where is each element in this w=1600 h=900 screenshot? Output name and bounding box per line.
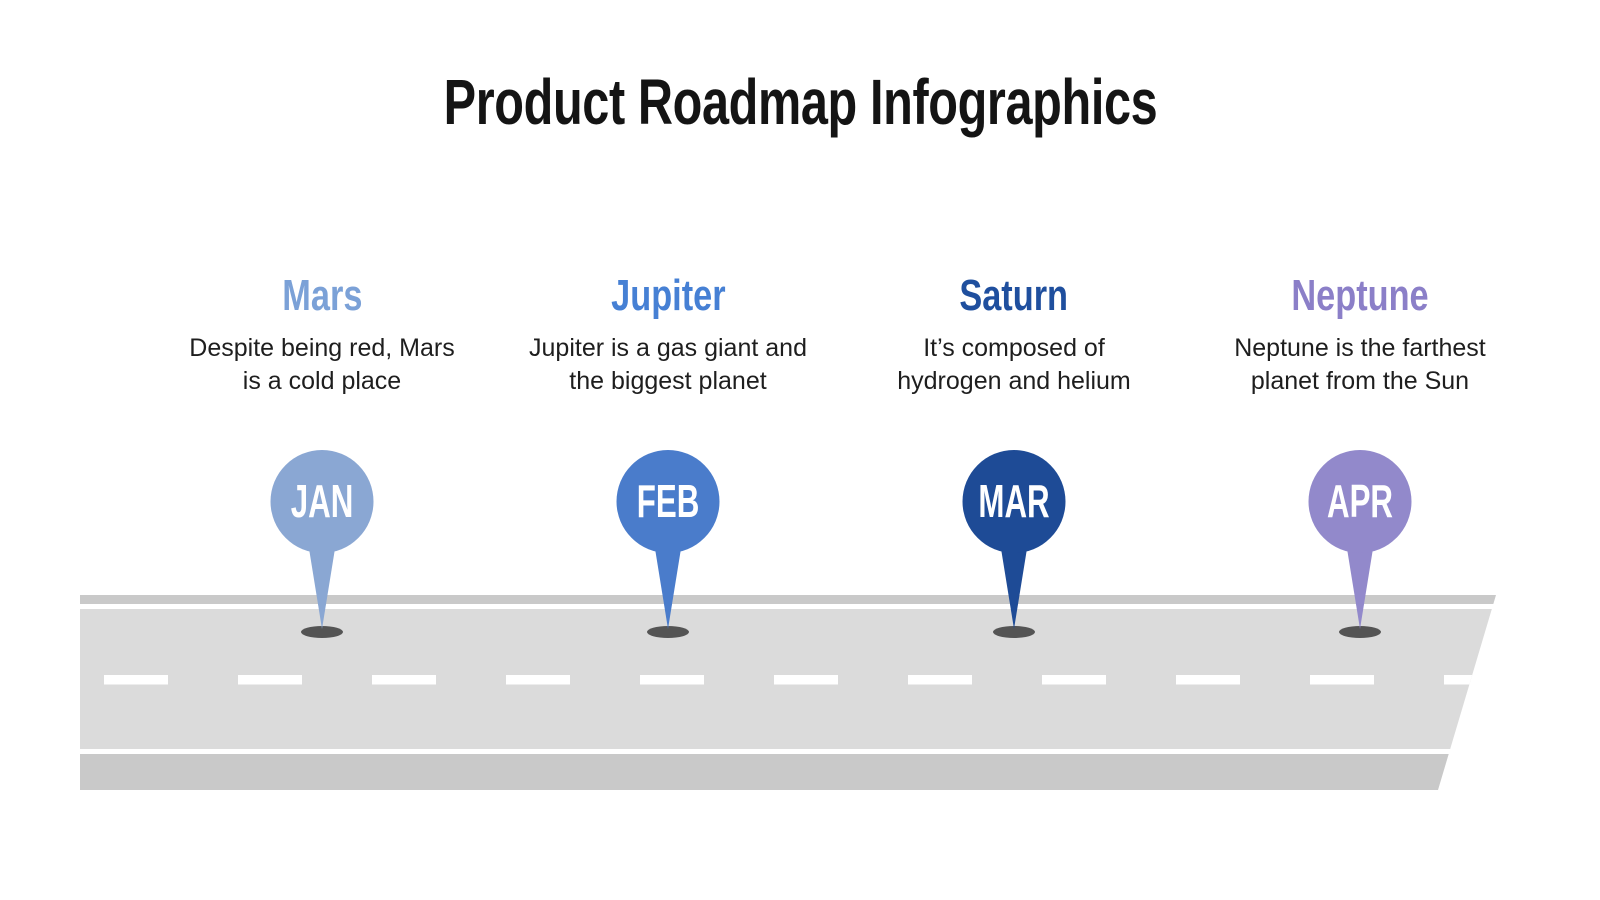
planet-heading: Jupiter: [595, 270, 742, 322]
location-pin: FEB: [616, 450, 720, 638]
column-mars: Mars Despite being red, Mars is a cold p…: [149, 270, 495, 646]
planet-heading-text: Mars: [281, 271, 363, 320]
slide-title-text: Product Roadmap Infographics: [443, 66, 1157, 138]
pin-circle: [270, 450, 374, 553]
planet-heading: Mars: [271, 270, 374, 322]
planet-heading-text: Neptune: [1291, 271, 1429, 320]
column-jupiter: Jupiter Jupiter is a gas giant and the b…: [495, 270, 841, 646]
pin-shadow: [1339, 626, 1381, 638]
slide-title: Product Roadmap Infographics: [0, 67, 1600, 137]
planet-heading-text: Jupiter: [610, 271, 726, 320]
planet-heading: Saturn: [944, 270, 1083, 322]
pin-month-label: JAN: [291, 476, 354, 527]
pin-tail: [1344, 530, 1376, 629]
roadmap-columns: Mars Despite being red, Mars is a cold p…: [149, 270, 1533, 646]
location-pin: MAR: [962, 450, 1066, 638]
pin-circle: [616, 450, 720, 553]
pin-circle: [1308, 450, 1412, 553]
planet-heading-text: Saturn: [959, 271, 1069, 320]
column-saturn: Saturn It’s composed of hydrogen and hel…: [841, 270, 1187, 646]
location-pin: APR: [1308, 450, 1412, 638]
pin-shadow: [993, 626, 1035, 638]
pin-month-label: APR: [1327, 476, 1393, 527]
planet-heading: Neptune: [1272, 270, 1448, 322]
road-graphic: [80, 595, 1496, 790]
road-edge-lines: [80, 595, 1496, 790]
pin-tail: [652, 530, 684, 629]
pin-circle: [962, 450, 1066, 553]
pin-month-label: FEB: [637, 476, 700, 527]
pin-tail: [998, 530, 1030, 629]
pin-tail: [306, 530, 338, 629]
road-lane-markings: [104, 675, 1496, 685]
pin-shadow: [647, 626, 689, 638]
pin-month-label: MAR: [978, 476, 1049, 527]
planet-description: It’s composed of hydrogen and helium: [897, 334, 1131, 395]
location-pin: JAN: [270, 450, 374, 638]
pin-shadow: [301, 626, 343, 638]
planet-description: Jupiter is a gas giant and the biggest p…: [529, 334, 807, 395]
column-neptune: Neptune Neptune is the farthest planet f…: [1187, 270, 1533, 646]
planet-description: Despite being red, Mars is a cold place: [189, 334, 455, 395]
planet-description: Neptune is the farthest planet from the …: [1234, 334, 1486, 395]
